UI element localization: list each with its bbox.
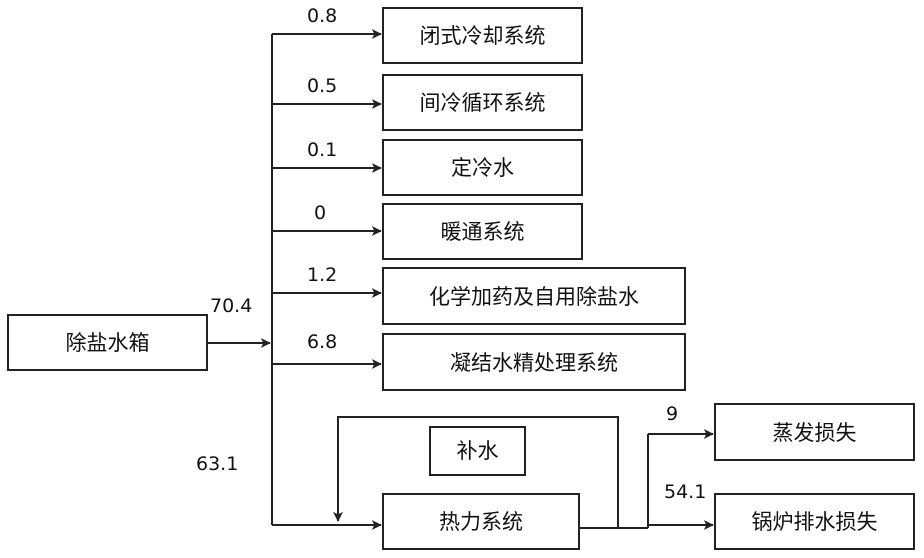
condensate-polishing-label: 凝结水精处理系统	[450, 351, 618, 375]
chemical-dosing-box: 化学加药及自用除盐水	[382, 267, 686, 325]
stator-cooling-water-label: 定冷水	[451, 156, 514, 180]
condensate-polishing-box: 凝结水精处理系统	[382, 333, 686, 391]
makeup-return-loop	[333, 416, 619, 528]
desalted-water-tank-box: 除盐水箱	[7, 314, 208, 371]
stator-water-flow-value: 0.1	[307, 139, 337, 161]
tank-total-flow-value: 70.4	[210, 295, 252, 317]
hvac-flow-value: 0	[314, 202, 326, 224]
condensate-polishing-flow-value: 6.8	[307, 331, 337, 353]
stator-cooling-water-box: 定冷水	[382, 139, 583, 196]
makeup-water-box: 补水	[429, 426, 526, 476]
makeup-water-label: 补水	[457, 439, 499, 463]
boiler-blowdown-loss-label: 锅炉排水损失	[752, 510, 878, 534]
inter-cooling-flow-value: 0.5	[307, 75, 337, 97]
closed-cooling-flow-value: 0.8	[307, 5, 337, 27]
desalted-water-tank-label: 除盐水箱	[66, 331, 150, 355]
inter-cooling-circulation-label: 间冷循环系统	[420, 91, 546, 115]
thermal-system-flow-value: 63.1	[196, 453, 238, 475]
evaporation-loss-flow-value: 9	[666, 403, 678, 425]
boiler-blowdown-loss-box: 锅炉排水损失	[714, 493, 915, 550]
evaporation-loss-label: 蒸发损失	[773, 421, 857, 445]
hvac-system-label: 暖通系统	[441, 220, 525, 244]
thermal-system-label: 热力系统	[439, 510, 523, 534]
closed-cooling-system-label: 闭式冷却系统	[420, 24, 546, 48]
evaporation-loss-box: 蒸发损失	[714, 403, 915, 461]
blowdown-loss-flow-value: 54.1	[664, 481, 706, 503]
closed-cooling-system-box: 闭式冷却系统	[382, 7, 583, 64]
inter-cooling-circulation-box: 间冷循环系统	[382, 74, 583, 131]
hvac-system-box: 暖通系统	[382, 203, 583, 260]
chemical-dosing-label: 化学加药及自用除盐水	[429, 285, 639, 309]
thermal-system-box: 热力系统	[382, 493, 580, 550]
chemical-dosing-flow-value: 1.2	[307, 264, 337, 286]
